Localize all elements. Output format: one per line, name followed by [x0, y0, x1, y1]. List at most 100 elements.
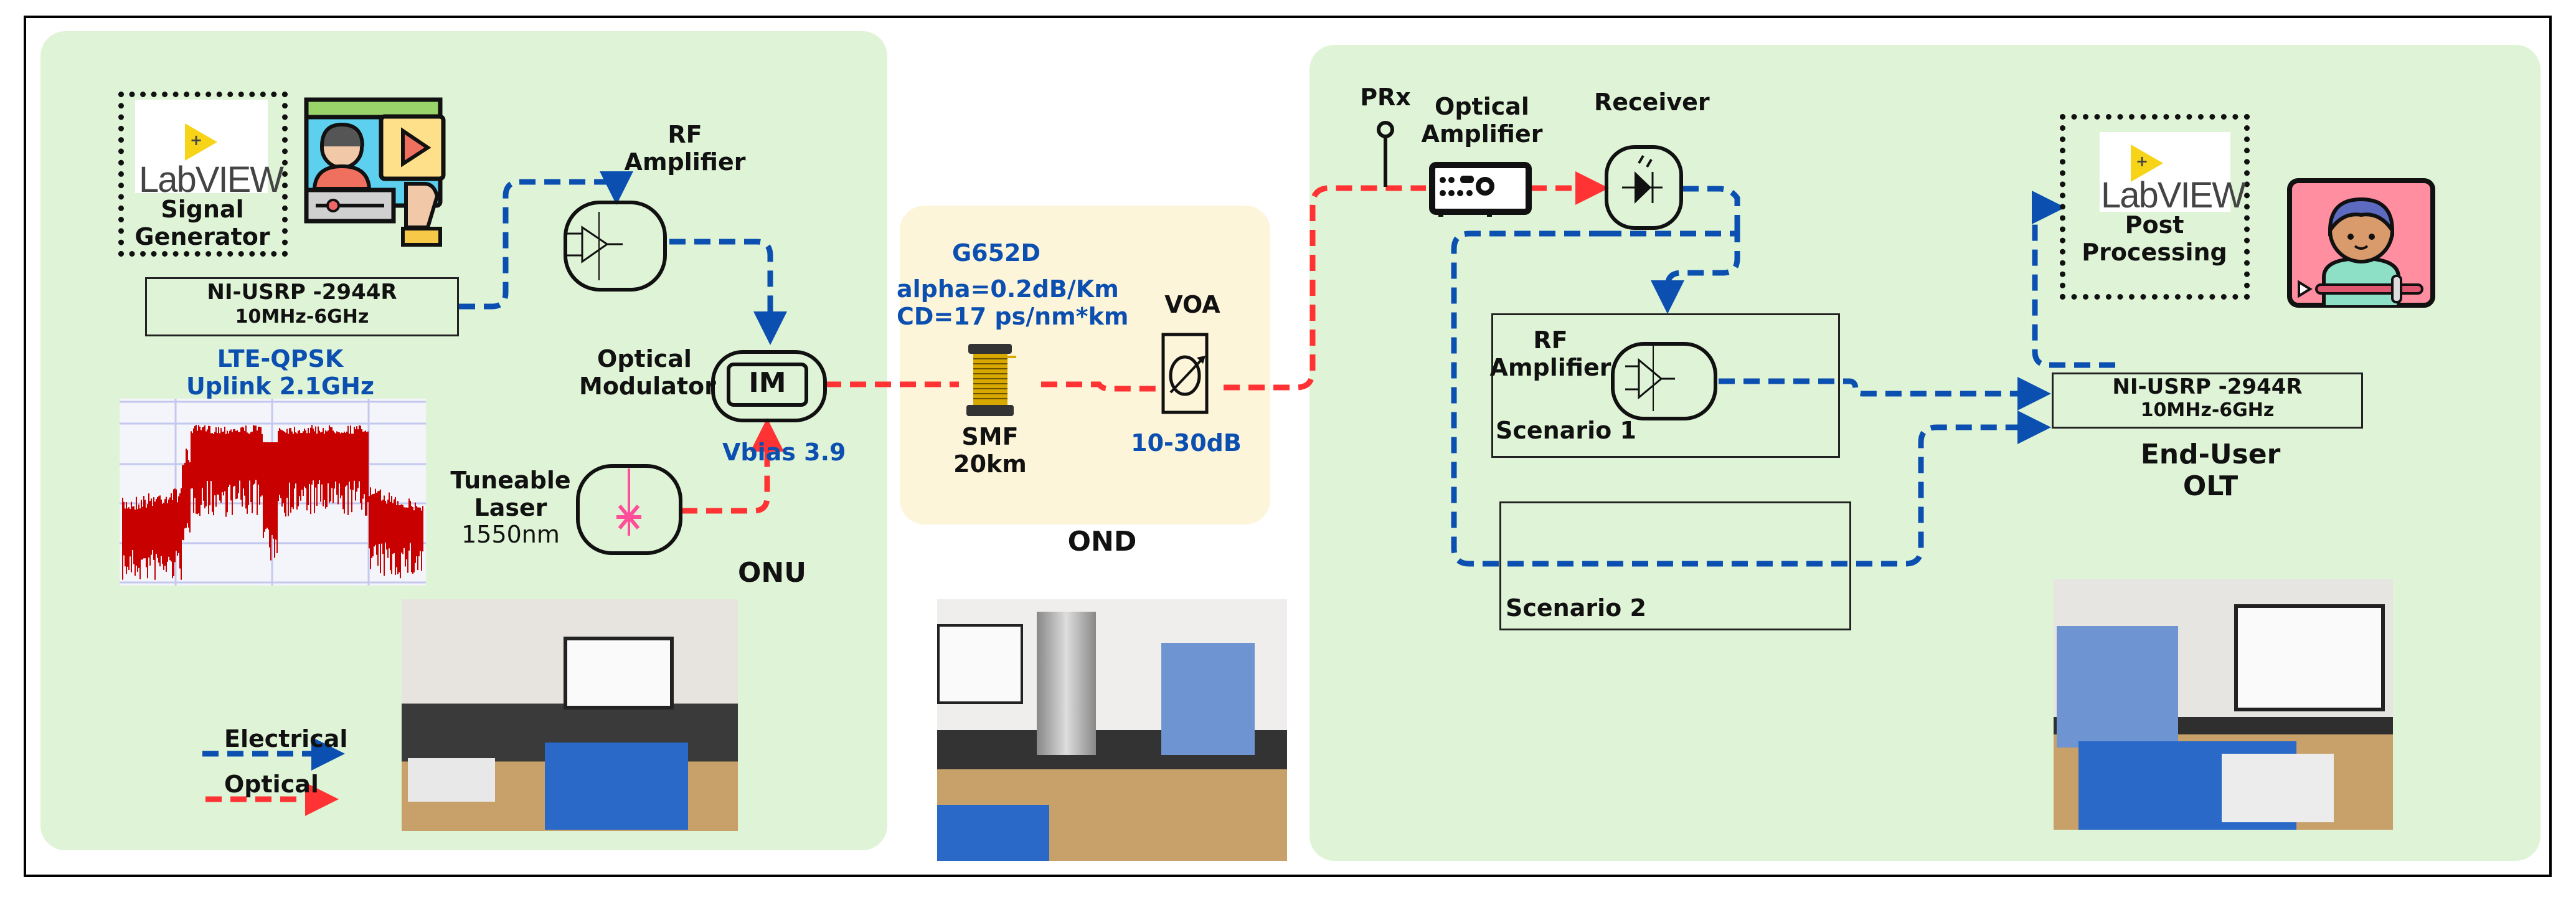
wire-rfamp-to-modulator [669, 239, 787, 345]
optical-modulator-icon [711, 350, 827, 422]
usrp-tx-range: 10MHz-6GHz [235, 306, 369, 328]
vbias-label: Vbias 3.9 [722, 439, 846, 466]
signal-generator-box [118, 92, 288, 257]
tuneable-laser-icon [576, 464, 682, 555]
dispersion-label: CD=17 ps/nm*km [897, 302, 1129, 330]
video-user-icon [303, 97, 450, 249]
usrp-receiver-box [2052, 373, 2363, 429]
signal-type-label: LTE-QPSK Uplink 2.1GHz [159, 345, 402, 400]
olt-lab-photo [2054, 579, 2393, 830]
voa-range-label: 10-30dB [1131, 429, 1242, 457]
modulator-symbol: IM [748, 367, 786, 399]
olt-rf-amp-line1: RF [1533, 326, 1568, 354]
photo-monitor [2234, 604, 2385, 711]
wire-scenario1-to-usrp [1719, 377, 2051, 411]
signal-generator-label: Signal Generator [125, 196, 280, 250]
smf-spool-icon [966, 344, 1016, 416]
photo-monitor [564, 637, 674, 710]
wire-usrp-to-rfamp [459, 171, 633, 310]
photo-instrument [2057, 626, 2178, 748]
laser-line2: Laser [474, 493, 547, 521]
usrp-rx-model: NI-USRP -2944R [2112, 374, 2303, 399]
photo-device [408, 758, 495, 802]
olt-line1: End-User [2140, 439, 2281, 470]
onu-rf-amplifier-label: RF Amplifier [623, 121, 747, 176]
ond-panel [900, 206, 1270, 524]
photo-instrument [1161, 643, 1255, 755]
smf-line1: SMF [961, 423, 1019, 450]
usrp-tx-model: NI-USRP -2944R [207, 280, 397, 305]
olt-rf-amplifier-label: RF Amplifier [1488, 326, 1613, 381]
signal-generator-line2: Generator [134, 222, 270, 250]
receiver-photodiode-icon [1605, 145, 1683, 230]
prx-label: PRx [1360, 83, 1411, 111]
spectrum-trace [122, 425, 423, 580]
onu-section-label: ONU [738, 557, 806, 589]
scenario1-label: Scenario 1 [1496, 417, 1636, 444]
rf-amplifier-scenario1-icon [1611, 342, 1717, 420]
post-processing-box [2060, 114, 2250, 300]
figure-frame [24, 16, 2552, 877]
wire-smf-to-voa [1041, 381, 1159, 392]
rf-amp-line2: Amplifier [624, 148, 746, 176]
smf-line2: 20km [953, 450, 1027, 478]
optical-amplifier-icon [1429, 162, 1532, 217]
wire-laser-to-modulator [681, 418, 784, 514]
modulator-line1: Optical [597, 345, 692, 373]
optical-amp-line1: Optical [1435, 93, 1529, 120]
wire-receiver-to-scenario1 [1605, 230, 1740, 314]
rf-amplifier-icon [564, 201, 667, 292]
legend-optical-label: Optical [224, 771, 319, 798]
laser-line1: Tuneable [450, 467, 571, 494]
wire-voa-to-olt [1224, 185, 1426, 391]
labview-plus-icon: + [190, 131, 203, 149]
labview-logo: + LabVIEW [135, 100, 284, 200]
post-processing-label: Post Processing [2074, 211, 2235, 266]
tuneable-laser-label: Tuneable Laser 1550nm [448, 467, 573, 549]
post-line1: Post [2125, 211, 2184, 239]
attenuation-label: alpha=0.2dB/Km [897, 275, 1119, 303]
receiver-label: Receiver [1594, 88, 1710, 116]
wire-receiver-to-scenario2 [1451, 230, 2051, 567]
end-user-avatar-icon [2286, 178, 2436, 311]
onu-lab-photo [402, 599, 738, 831]
signal-type-line2: Uplink 2.1GHz [186, 372, 375, 400]
voa-icon [1161, 333, 1209, 414]
photo-screen [937, 624, 1023, 704]
usrp-rx-range: 10MHz-6GHz [2140, 399, 2275, 421]
olt-section-label: End-User OLT [2136, 439, 2285, 502]
smf-label: SMF 20km [940, 423, 1040, 478]
usrp-transmitter-box [145, 277, 459, 336]
legend-electrical-label: Electrical [224, 725, 348, 752]
photo-spools [1037, 612, 1096, 755]
optical-amplifier-label: Optical Amplifier [1420, 93, 1544, 148]
labview-triangle-icon [185, 123, 217, 161]
olt-rf-amp-line2: Amplifier [1489, 353, 1611, 381]
voa-label: VOA [1164, 291, 1220, 318]
post-line2: Processing [2082, 238, 2227, 266]
labview-wordmark: LabVIEW [2101, 175, 2246, 216]
photo-mat [545, 743, 688, 830]
scenario1-box [1491, 313, 1840, 458]
labview-logo-post: + LabVIEW [2100, 132, 2246, 216]
signal-type-line1: LTE-QPSK [217, 345, 344, 373]
prx-probe-icon [1377, 121, 1394, 187]
scenario2-box [1499, 501, 1851, 630]
fiber-params-label: alpha=0.2dB/Km CD=17 ps/nm*km [897, 275, 1129, 330]
fiber-standard-label: G652D [951, 239, 1041, 267]
wire-receiver-out [1682, 186, 1740, 234]
ond-section-label: OND [1067, 526, 1137, 558]
modulator-line2: Modulator [579, 372, 716, 400]
optical-amp-line2: Amplifier [1421, 120, 1543, 148]
signal-generator-line1: Signal [161, 196, 244, 223]
labview-triangle-icon [2131, 145, 2163, 182]
laser-wavelength: 1550nm [461, 521, 560, 549]
ond-lab-photo [937, 599, 1287, 861]
optical-modulator-label: Optical Modulator [579, 345, 716, 400]
rf-amp-line1: RF [668, 121, 702, 148]
labview-plus-icon: + [2136, 153, 2149, 170]
wire-usrp-to-postprocessing [2032, 191, 2115, 368]
photo-device [2222, 754, 2334, 822]
photo-mat [937, 805, 1049, 861]
olt-line2: OLT [2182, 470, 2239, 502]
